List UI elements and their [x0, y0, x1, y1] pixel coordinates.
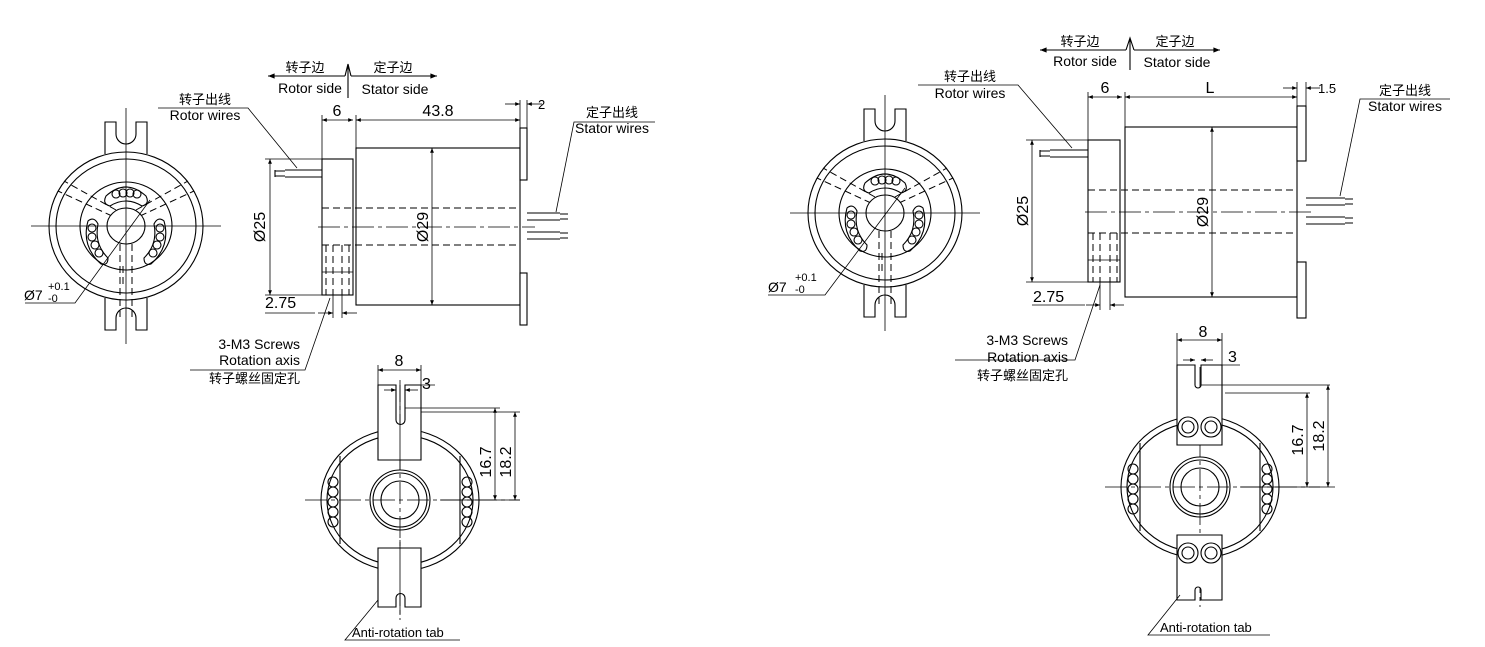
rotor-stator-header: 转子边 定子边 Rotor side Stator side [267, 61, 438, 98]
bore-callout: Ø7 +0.1 -0 [768, 187, 906, 296]
rotation-axis-label: Rotation axis [219, 352, 300, 368]
screws-label: 3-M3 Screws [986, 332, 1068, 348]
rotor-side-label: Rotor side [278, 80, 342, 96]
stator-wires [1306, 197, 1353, 225]
stator-wires-label: Stator wires [575, 120, 649, 136]
rotor-wires-cn: 转子出线 [944, 70, 996, 85]
stator-wires-label: Stator wires [1368, 98, 1442, 114]
dim-18-2: 18.2 [1311, 420, 1328, 451]
dim-flange: 2 [538, 97, 545, 112]
dim-body-length: L [1206, 80, 1215, 97]
bottom-view: 8 3 16.7 18.2 Anti-rotation tab [1104, 324, 1335, 636]
bore-diameter: Ø7 [24, 287, 43, 303]
dim-tab-width: 8 [1199, 324, 1208, 341]
rotor-side-cn: 转子边 [285, 61, 324, 76]
screws-callout: 3-M3 Screws Rotation axis 转子螺丝固定孔 [190, 297, 331, 387]
stator-side-label: Stator side [362, 81, 429, 97]
rotor-side-cn: 转子边 [1060, 35, 1099, 50]
rotor-wires [274, 169, 322, 178]
bore-callout: Ø7 +0.1 -0 [24, 199, 151, 305]
stator-side-cn: 定子边 [373, 61, 412, 76]
dim-screw-offset: 2.75 [265, 295, 296, 312]
rotation-axis-label: Rotation axis [987, 349, 1068, 365]
stator-wires-callout: 定子出线 Stator wires [555, 106, 655, 213]
screws-cn: 转子螺丝固定孔 [977, 369, 1068, 384]
front-end-view [30, 107, 222, 345]
dim-body-diameter: Ø29 [415, 212, 432, 242]
dim-screw-offset: 2.75 [1033, 289, 1064, 306]
stator-side-label: Stator side [1144, 54, 1211, 70]
right-drawing: 转子边 定子边 Rotor side Stator side Ø7 +0.1 -… [768, 35, 1450, 636]
rotor-wires-callout: 转子出线 Rotor wires [918, 70, 1073, 149]
dim-slot-width: 3 [422, 376, 431, 393]
dim-tab-width: 8 [395, 353, 404, 370]
dim-rotor-length: 6 [333, 103, 342, 120]
dim-flange: 1.5 [1318, 81, 1336, 96]
dim-16-7: 16.7 [478, 446, 495, 477]
rotor-wires-label: Rotor wires [935, 85, 1006, 101]
screws-cn: 转子螺丝固定孔 [209, 372, 300, 387]
bore-tol-minus: -0 [795, 284, 805, 296]
bore-tol-plus: +0.1 [795, 272, 817, 284]
bottom-view: 8 3 16.7 18.2 Anti-rotation tab [304, 353, 521, 641]
rotor-stator-header: 转子边 定子边 Rotor side Stator side [1040, 35, 1220, 70]
rotor-side-label: Rotor side [1053, 53, 1117, 69]
anti-rotation-tab-label: Anti-rotation tab [352, 625, 444, 640]
stator-wires-callout: 定子出线 Stator wires [1339, 84, 1450, 197]
dim-18-2: 18.2 [498, 446, 515, 477]
side-view: 6 L 1.5 Ø25 Ø29 2.75 [1015, 80, 1353, 319]
front-end-view [789, 94, 981, 332]
dim-body-length: 43.8 [422, 103, 453, 120]
dim-rotor-diameter: Ø25 [1015, 196, 1032, 226]
screws-callout: 3-M3 Screws Rotation axis 转子螺丝固定孔 [955, 284, 1101, 384]
bore-tol-minus: -0 [48, 293, 58, 305]
rotor-wires [1039, 149, 1088, 158]
left-drawing: 转子边 定子边 Rotor side Stator side Ø7 +0.1 -… [24, 61, 655, 641]
stator-wires [527, 212, 568, 240]
bore-tol-plus: +0.1 [48, 281, 70, 293]
dim-body-diameter: Ø29 [1195, 197, 1212, 227]
dim-rotor-length: 6 [1101, 80, 1110, 97]
stator-wires-cn: 定子出线 [586, 106, 638, 121]
bore-diameter: Ø7 [768, 279, 787, 295]
dim-slot-width: 3 [1228, 349, 1237, 366]
stator-wires-cn: 定子出线 [1379, 84, 1431, 99]
anti-rotation-tab-label: Anti-rotation tab [1160, 620, 1252, 635]
rotor-wires-cn: 转子出线 [179, 93, 231, 108]
dim-rotor-diameter: Ø25 [252, 212, 269, 242]
rotor-wires-label: Rotor wires [170, 107, 241, 123]
dim-16-7: 16.7 [1290, 424, 1307, 455]
rotor-wires-callout: 转子出线 Rotor wires [158, 93, 298, 169]
side-view: 6 43.8 2 Ø25 Ø29 2.75 [252, 97, 568, 326]
stator-side-cn: 定子边 [1155, 35, 1194, 50]
screws-label: 3-M3 Screws [218, 336, 300, 352]
